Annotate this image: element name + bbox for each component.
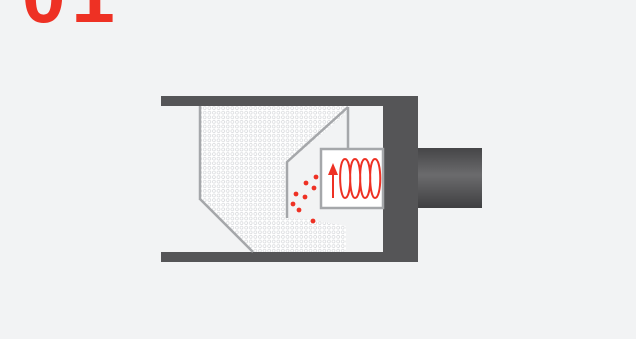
housing-end-plate	[383, 96, 418, 262]
particle	[302, 194, 308, 200]
particle	[310, 218, 316, 224]
housing-bottom-rail	[161, 252, 411, 262]
particle	[293, 191, 299, 197]
particle	[296, 207, 302, 213]
heater-chamber	[319, 147, 385, 210]
housing-top-rail	[161, 96, 411, 106]
outlet-pipe	[418, 148, 482, 208]
airflow-arrow-head	[328, 163, 338, 175]
particle	[313, 174, 319, 180]
filter-media	[200, 106, 348, 252]
deflector-baffle	[285, 106, 349, 218]
particle	[303, 180, 309, 186]
particle	[311, 185, 317, 191]
lower-deflector	[199, 198, 254, 253]
particle	[290, 201, 296, 207]
particles	[290, 174, 319, 224]
heating-coil	[339, 157, 382, 199]
step-number: 01	[22, 0, 121, 34]
